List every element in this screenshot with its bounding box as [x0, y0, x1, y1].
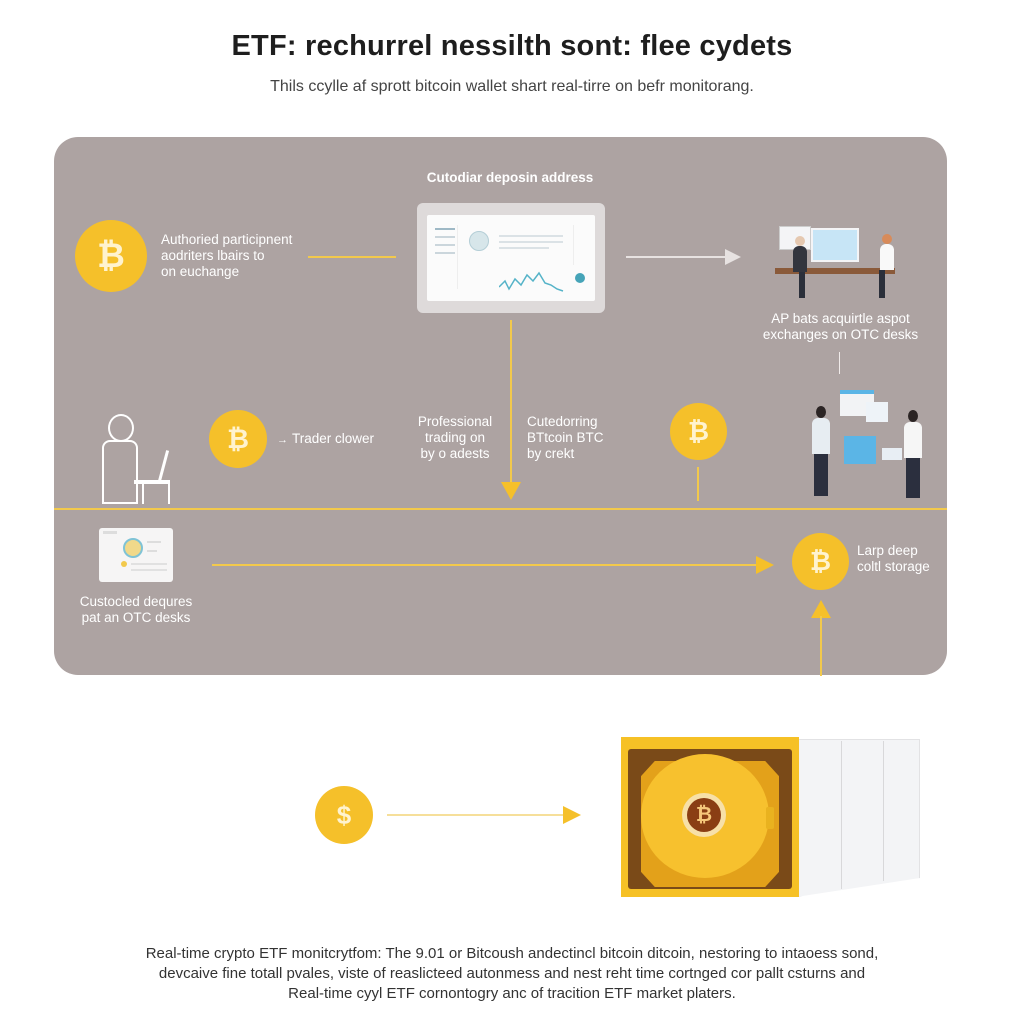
professional-trading-label: Professional trading on by o adests	[417, 414, 493, 461]
arrow-right-icon: →	[277, 434, 288, 446]
arrow-head	[501, 482, 521, 500]
arrow-line	[626, 256, 726, 258]
arrow-head	[756, 556, 774, 574]
page-title: ETF: rechurrel nessilth sont: flee cydet…	[231, 30, 793, 62]
connector-line	[839, 352, 840, 374]
bitcoin-icon: ₿	[792, 533, 849, 590]
connector-line	[697, 467, 699, 501]
bitcoin-vault-icon: ₿	[621, 737, 921, 897]
cold-storage-label: Larp deep coltl storage	[857, 543, 930, 574]
bitcoin-icon: ₿	[209, 410, 267, 468]
bitcoin-icon: ₿	[75, 220, 147, 292]
authorized-participant-label: Authoried participnent aodriters lbairs …	[161, 232, 293, 279]
arrow-line	[387, 814, 563, 816]
bitcoin-icon: ₿	[670, 403, 727, 460]
custodian-deposit-label: Cutodiar deposin address	[426, 170, 594, 185]
trader-at-laptop-icon	[100, 414, 176, 506]
page-subtitle: Thils ccylle af sprott bitcoin wallet sh…	[270, 78, 754, 95]
arrow-line	[212, 564, 756, 566]
office-meeting-icon	[775, 222, 915, 302]
arrow-head	[563, 806, 581, 824]
custodian-btc-label: Cutedorring BTtcoin BTC by crekt	[527, 414, 604, 461]
ap-acquire-label: AP bats acquirtle aspot exchanges on OTC…	[762, 311, 919, 342]
custodied-label: Custocled dequres pat an OTC desks	[79, 594, 193, 625]
wallet-window-icon	[99, 528, 173, 582]
arrow-line	[820, 616, 822, 676]
two-people-exchange-icon	[808, 388, 938, 500]
footer-description: Real-time crypto ETF monitcrytfom: The 9…	[145, 945, 879, 1002]
arrow-line	[308, 256, 396, 258]
trader-label: →Trader clower	[277, 431, 375, 446]
flow-divider-line	[54, 508, 947, 510]
arrow-line	[510, 320, 512, 484]
dashboard-screen-icon	[417, 203, 605, 313]
chart-sparkline-icon	[499, 271, 564, 292]
arrow-head	[725, 249, 741, 265]
arrow-head	[811, 600, 831, 618]
dollar-coin-icon: $	[315, 786, 373, 844]
bitcoin-symbol: ₿	[687, 798, 721, 832]
